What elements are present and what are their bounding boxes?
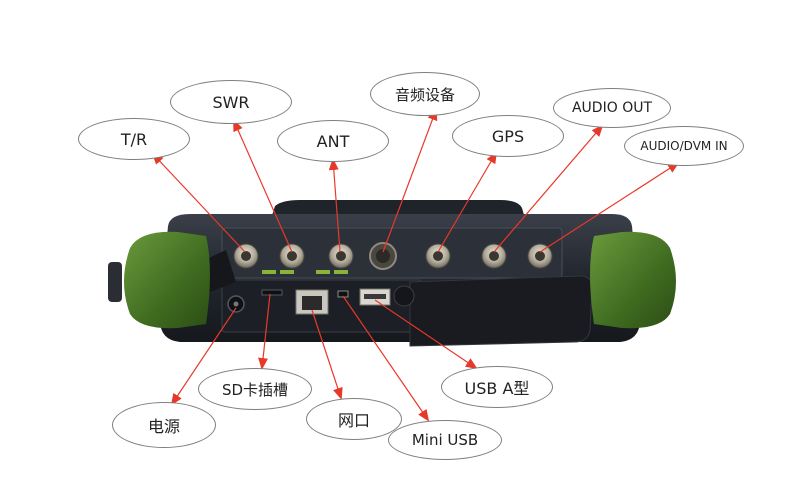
arrow-tr [151, 152, 246, 253]
label-power: 电源 [112, 402, 216, 448]
tr-connector [233, 243, 259, 269]
arrow-ant [328, 158, 341, 253]
rj45-port [295, 289, 329, 315]
port-cover-flap [409, 275, 593, 347]
arrow-power [170, 307, 237, 406]
label-ant: ANT [277, 120, 389, 162]
swr-connector [279, 243, 305, 269]
label-mini-usb: Mini USB [388, 420, 502, 460]
arrow-gps [437, 151, 498, 253]
audio-dvm-in-connector [527, 243, 553, 269]
arrow-audio-dvm-in [539, 161, 680, 253]
usb-a-port [359, 288, 391, 306]
indicator-tag [280, 270, 294, 274]
left-bumper [124, 231, 210, 329]
label-tr: T/R [78, 118, 190, 160]
label-sd-slot: SD卡插槽 [198, 368, 312, 410]
label-audio-dvm-in: AUDIO/DVM IN [624, 126, 744, 166]
label-swr: SWR [170, 80, 292, 124]
label-usb-a: USB A型 [441, 366, 553, 408]
indicator-tag [316, 270, 330, 274]
label-audio-device: 音频设备 [370, 72, 480, 116]
arrow-network [311, 309, 343, 400]
arrow-swr [233, 119, 293, 253]
gps-connector [425, 243, 451, 269]
label-gps: GPS [452, 115, 564, 157]
ant-connector [328, 243, 354, 269]
right-bumper [590, 231, 676, 329]
arrow-audio-out [493, 124, 604, 253]
round-cutout [393, 285, 415, 307]
audio-out-connector [481, 243, 507, 269]
indicator-tag [334, 270, 348, 274]
indicator-tag [262, 270, 276, 274]
left-bumper-strap [108, 262, 122, 302]
arrow-sd-slot [258, 293, 271, 370]
arrow-audio-device [382, 108, 438, 253]
arrow-usb-a [374, 299, 478, 370]
sd-card-slot [261, 289, 283, 296]
power-jack [227, 295, 245, 313]
label-audio-out: AUDIO OUT [553, 88, 671, 128]
label-network-port: 网口 [306, 398, 402, 440]
arrow-mini-usb [342, 295, 430, 422]
audio-device-connector [369, 242, 397, 270]
